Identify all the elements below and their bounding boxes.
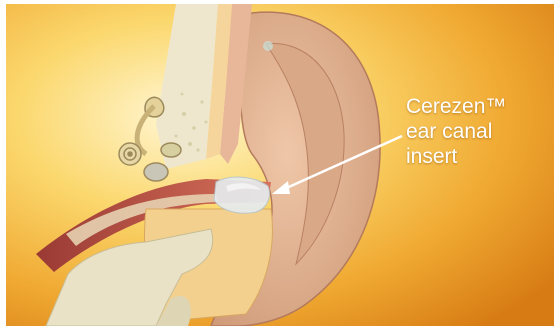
callout-line-3: insert [406,144,546,169]
callout-line-1: Cerezen™ [406,94,546,119]
callout-line-2: ear canal [406,119,546,144]
ear-highlight [263,41,273,51]
illustration-frame: Cerezen™ ear canal insert [6,4,554,326]
ear-canal-insert [214,177,270,213]
insert-callout-label: Cerezen™ ear canal insert [406,94,546,169]
